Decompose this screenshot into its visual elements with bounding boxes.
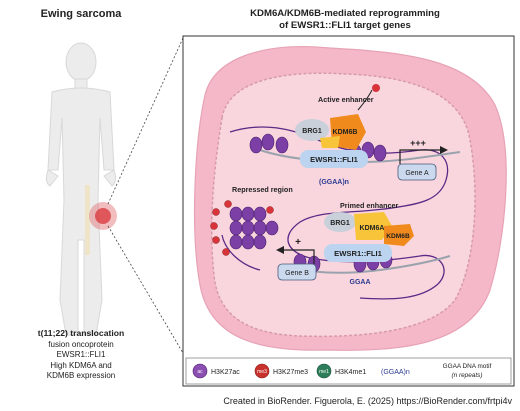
- fusion-label-primed: EWSR1::FLI1: [334, 249, 382, 258]
- kdm6b-protein-primed: [384, 224, 414, 246]
- legend-motif-desc-2: (n repeats): [452, 372, 483, 379]
- me3-removed-icon: [372, 84, 380, 92]
- fusion-protein-primed: [324, 244, 392, 262]
- gene-a-arrowhead: [440, 146, 448, 154]
- caption-line-3: EWSR1::FLI1: [57, 350, 106, 359]
- brg1-protein-active: [295, 119, 329, 141]
- motif-label-active: (GGAA)n: [319, 179, 349, 186]
- legend-item-h3k4me1: me1 H3K4me1: [316, 363, 366, 379]
- gene-a-box: [397, 163, 437, 181]
- h3k4me1-badge-icon: [316, 363, 332, 379]
- legend-motif-label: (GGAA)n: [381, 369, 410, 376]
- kdm6b-label-primed: KDM6B: [386, 233, 410, 240]
- kdm6a-protein-primed: [354, 212, 392, 240]
- kdm6a-protein-active: [320, 136, 340, 148]
- repressed-region-label: Repressed region: [232, 185, 293, 194]
- kdm6b-label-active: KDM6B: [333, 129, 358, 136]
- tumor-icon: [95, 208, 111, 224]
- fusion-protein-active: [300, 150, 368, 168]
- gene-b-arrow: [284, 249, 315, 264]
- brg1-label-active: BRG1: [302, 128, 322, 135]
- active-arrow: [357, 89, 373, 111]
- right-title-line1: KDM6A/KDM6B-mediated reprogramming: [250, 8, 440, 19]
- legend-motif-desc-1: GGAA DNA motif: [443, 363, 492, 370]
- h3k4me1-badge-text: me1: [319, 369, 329, 375]
- h3k27ac-label: H3K27ac: [211, 369, 240, 376]
- fusion-label-active: EWSR1::FLI1: [310, 155, 358, 164]
- legend-item-h3k27me3: me3 H3K27me3: [254, 363, 308, 379]
- active-enhancer-label: Active enhancer: [318, 95, 374, 104]
- gene-a-arrow: [399, 149, 440, 164]
- right-title-line2: of EWSR1::FLI1 target genes: [279, 20, 411, 31]
- gene-b-expression: +: [295, 237, 301, 248]
- motif-label-primed: GGAA: [350, 279, 371, 286]
- h3k27me3-badge-icon: [254, 363, 270, 379]
- caption-line-5: KDM6B expression: [47, 371, 115, 380]
- femur-bone: [85, 185, 90, 255]
- gene-b-arrowhead: [276, 246, 284, 254]
- h3k27me3-badge-text: me3: [257, 369, 267, 375]
- footer-credit: Created in BioRender. Figuerola, E. (202…: [223, 396, 512, 406]
- me3-marks: [210, 200, 274, 256]
- caption-line-4: High KDM6A and: [50, 361, 111, 370]
- brg1-label-primed: BRG1: [330, 220, 350, 227]
- legend-item-h3k27ac: ac H3K27ac: [192, 363, 240, 379]
- repressed-nucleosomes: [229, 206, 279, 250]
- nucleus: [211, 72, 476, 338]
- left-title: Ewing sarcoma: [41, 8, 123, 20]
- zoom-line-top: [107, 37, 184, 205]
- brg1-protein-primed: [324, 212, 356, 232]
- caption-line-2: fusion oncoprotein: [48, 340, 113, 349]
- human-silhouette: [45, 42, 117, 336]
- gene-b-label: Gene B: [285, 270, 309, 277]
- h3k4me1-label: H3K4me1: [335, 369, 366, 376]
- gene-b-box: [277, 263, 317, 281]
- gene-a-expression: +++: [410, 138, 426, 148]
- kdm6a-label-primed: KDM6A: [360, 225, 385, 232]
- caption-line-1: t(11;22) translocation: [38, 328, 124, 338]
- legend-box: [185, 357, 512, 385]
- primed-enhancer-label: Primed enhancer: [340, 201, 399, 210]
- h3k27me3-label: H3K27me3: [273, 369, 308, 376]
- h3k27ac-badge-icon: [192, 363, 208, 379]
- h3k27ac-badge-text: ac: [197, 369, 203, 375]
- gene-a-label: Gene A: [405, 170, 429, 177]
- left-caption: t(11;22) translocation fusion oncoprotei…: [38, 328, 124, 380]
- zoom-line-bottom: [107, 225, 184, 354]
